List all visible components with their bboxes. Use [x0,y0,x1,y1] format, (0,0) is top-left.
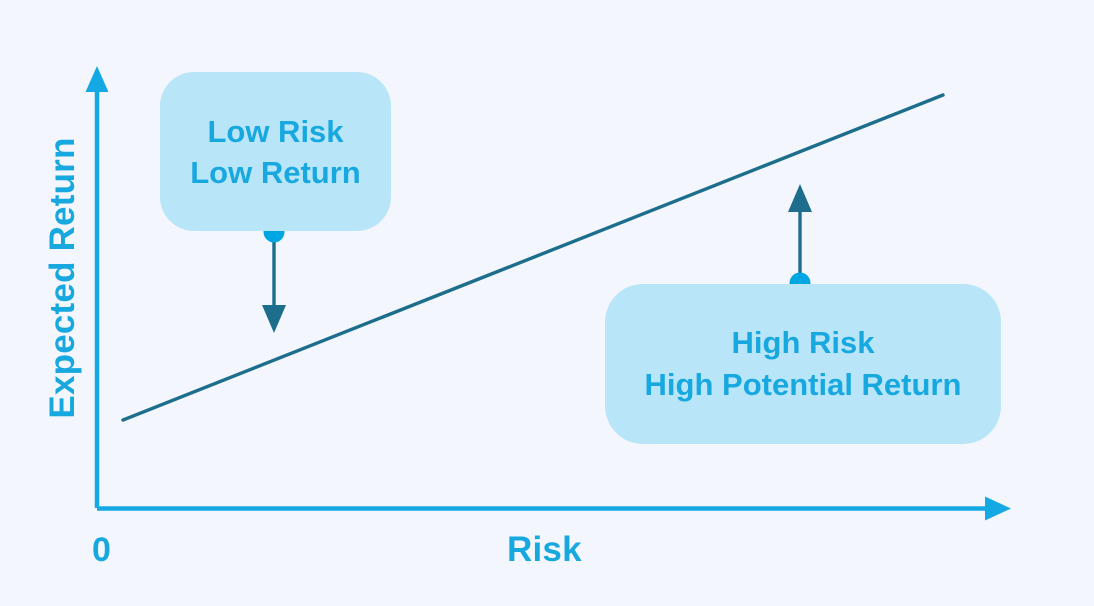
arrow-down-icon [262,305,286,333]
callout-low-risk-line-1: Low Risk [207,113,344,149]
arrow-right-icon [985,496,1011,521]
callout-high-risk: High Risk High Potential Return [605,284,1001,444]
y-axis-title: Expected Return [43,137,82,419]
callout-low-risk-line-2: Low Return [190,154,361,190]
callout-high-risk-line-2: High Potential Return [644,367,962,402]
callout-low-risk: Low Risk Low Return [160,72,391,231]
x-axis-title: Risk [507,530,582,569]
origin-label: 0 [92,531,112,569]
arrow-up-icon [85,66,109,92]
callout-high-risk-line-1: High Risk [731,325,875,360]
arrow-up-icon [788,184,812,212]
trend-line [121,93,945,422]
